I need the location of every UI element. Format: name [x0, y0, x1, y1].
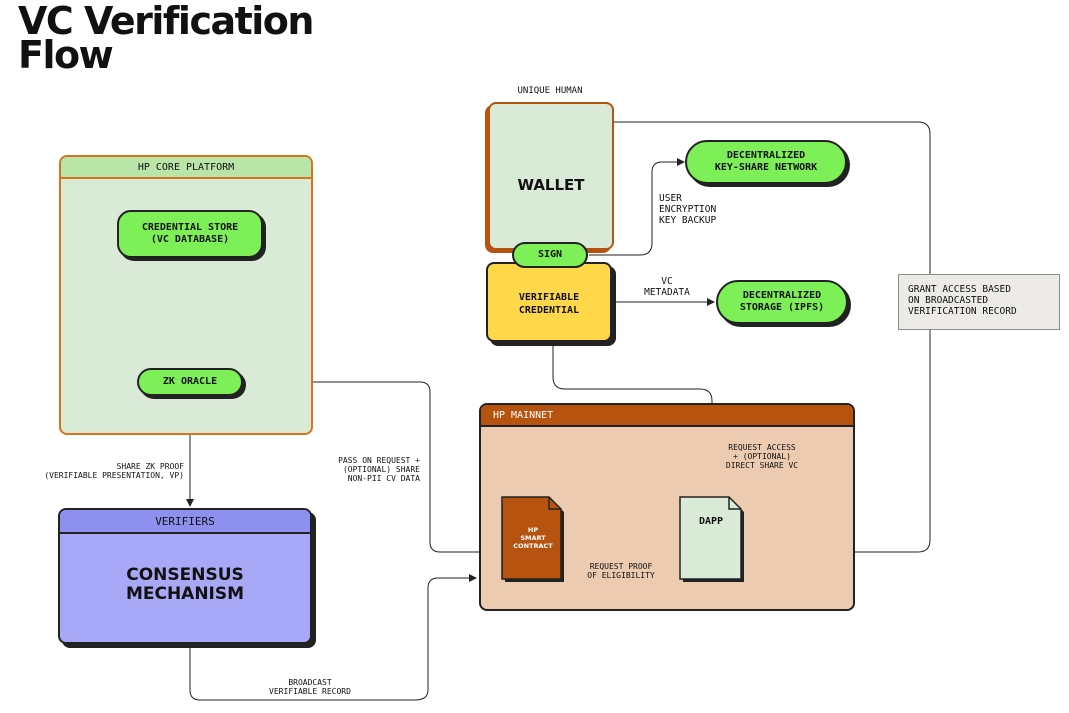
verifiable-credential-label: VERIFIABLE CREDENTIAL [518, 292, 580, 316]
title-line-2: Flow [18, 33, 114, 77]
consensus-mechanism-label: CONSENSUS MECHANISM [125, 565, 245, 604]
page-title: VC Verification Flow [18, 0, 314, 77]
wallet-label: WALLET [517, 176, 585, 194]
line-sign-to-keyshare [589, 158, 685, 256]
dapp-label: DAPP [698, 516, 724, 527]
hp-mainnet-title: HP MAINNET [493, 409, 554, 421]
wallet-box: WALLET [488, 102, 614, 250]
verifiers-header: VERIFIERS [60, 510, 310, 534]
grant-access-label: GRANT ACCESS BASED ON BROADCASTED VERIFI… [908, 284, 1017, 317]
grant-access-box: GRANT ACCESS BASED ON BROADCASTED VERIFI… [898, 274, 1060, 330]
line-contract-to-oracle [245, 378, 503, 553]
credential-store-label: CREDENTIAL STORE (VC DATABASE) [141, 222, 239, 245]
sign-label: SIGN [537, 249, 563, 260]
decentralized-storage-node: DECENTRALIZED STORAGE (IPFS) [716, 280, 848, 324]
title-line-1: VC Verification [18, 0, 314, 43]
broadcast-label: BROADCAST VERIFIABLE RECORD [269, 678, 351, 696]
verifiable-credential-box: VERIFIABLE CREDENTIAL [486, 262, 612, 342]
key-share-network-node: DECENTRALIZED KEY-SHARE NETWORK [685, 140, 847, 184]
dapp-node [679, 496, 744, 582]
zk-oracle-label: ZK ORACLE [162, 376, 218, 387]
pass-on-request-label: PASS ON REQUEST + (OPTIONAL) SHARE NON-P… [338, 456, 420, 483]
unique-human-label: UNIQUE HUMAN [517, 86, 583, 96]
request-proof-label: REQUEST PROOF OF ELIGIBILITY [587, 562, 655, 580]
share-zk-proof-label: SHARE ZK PROOF (VERIFIABLE PRESENTATION,… [44, 462, 184, 480]
decentralized-storage-label: DECENTRALIZED STORAGE (IPFS) [739, 290, 825, 313]
line-wallet-grant-dapp [614, 121, 931, 556]
smart-contract-label: HP SMART CONTRACT [513, 526, 553, 550]
zk-oracle-node: ZK ORACLE [137, 368, 243, 396]
line-broadcast [189, 574, 477, 701]
sign-node: SIGN [512, 242, 588, 268]
vc-metadata-label: VC METADATA [644, 276, 690, 298]
verifiers-title: VERIFIERS [155, 514, 215, 528]
smart-contract-node [501, 496, 564, 582]
verifiers-panel: VERIFIERS CONSENSUS MECHANISM [58, 508, 312, 644]
request-access-label: REQUEST ACCESS + (OPTIONAL) DIRECT SHARE… [725, 443, 799, 470]
key-share-network-label: DECENTRALIZED KEY-SHARE NETWORK [714, 150, 818, 173]
hp-mainnet-header: HP MAINNET [481, 405, 853, 427]
user-encryption-label: USER ENCRYPTION KEY BACKUP [659, 193, 717, 226]
hp-core-platform-title: HP CORE PLATFORM [137, 161, 235, 173]
credential-store-node: CREDENTIAL STORE (VC DATABASE) [117, 210, 263, 258]
line-vc-to-dapp [552, 344, 716, 497]
hp-core-platform-header: HP CORE PLATFORM [61, 157, 311, 179]
hp-mainnet-panel: HP MAINNET [479, 403, 855, 611]
